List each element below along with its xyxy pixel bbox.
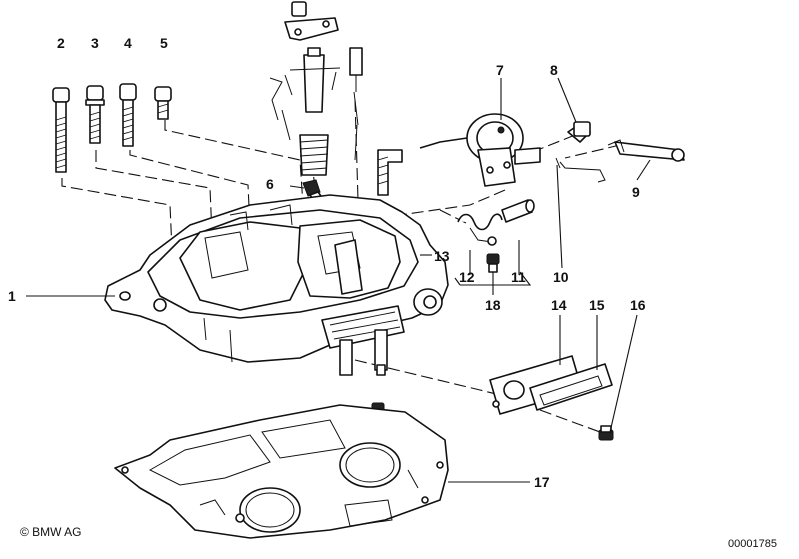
label-14: 14 (551, 297, 567, 313)
document-number: 00001785 (728, 538, 777, 550)
label-9: 9 (632, 184, 640, 200)
label-10: 10 (553, 269, 569, 285)
spring-10 (555, 157, 606, 183)
label-11: 11 (511, 269, 526, 285)
label-12: 12 (459, 269, 475, 285)
screw-3 (85, 85, 105, 144)
label-4: 4 (124, 35, 132, 51)
screw-5 (154, 86, 172, 120)
screw-4 (119, 83, 137, 147)
screw-18 (486, 253, 500, 273)
vacuum-unit-7 (377, 113, 541, 196)
lever-9 (607, 139, 685, 162)
carburetor-base-body (104, 194, 449, 423)
plate-15 (529, 363, 613, 411)
label-7: 7 (496, 62, 504, 78)
screw-2 (52, 87, 70, 173)
pin-11 (501, 199, 535, 223)
label-15: 15 (589, 297, 605, 313)
base-gasket-17 (114, 404, 449, 539)
label-17: 17 (534, 474, 550, 490)
copyright-text: © BMW AG (20, 525, 82, 539)
spring-12 (457, 213, 503, 246)
screw-8 (567, 121, 591, 143)
leader-lines (26, 77, 651, 483)
label-1: 1 (8, 288, 16, 304)
label-8: 8 (550, 62, 558, 78)
label-13: 13 (434, 248, 450, 264)
label-16: 16 (630, 297, 646, 313)
part-labels: 1 2 3 4 5 6 7 8 9 10 11 12 13 14 15 16 1… (8, 35, 646, 490)
label-3: 3 (91, 35, 99, 51)
label-5: 5 (160, 35, 168, 51)
float-linkage (269, 1, 363, 176)
label-2: 2 (57, 35, 65, 51)
label-6: 6 (266, 176, 274, 192)
label-18: 18 (485, 297, 501, 313)
